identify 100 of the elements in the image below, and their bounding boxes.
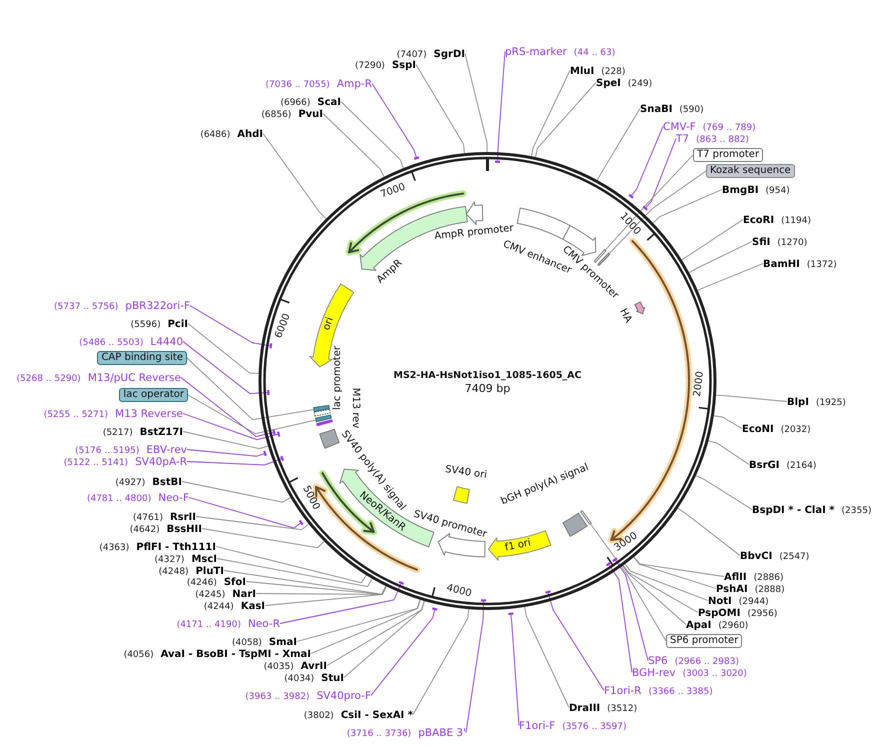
- enzyme-name: PvuI: [298, 109, 323, 120]
- primer-name: pRS-marker: [505, 46, 567, 58]
- site-position: (4248): [158, 567, 189, 577]
- leader-line: [186, 458, 282, 466]
- leader-line: [344, 600, 425, 678]
- site-position: (4056): [124, 650, 154, 660]
- leader-line: [688, 241, 752, 273]
- primer-range: (5268 .. 5290): [16, 374, 81, 384]
- leader-line: [631, 126, 664, 196]
- enzyme-name: RsrII: [170, 512, 196, 523]
- leader-line: [188, 497, 301, 528]
- primer-name: M13 Reverse: [115, 408, 183, 420]
- primer-name: F1ori-F: [519, 720, 556, 732]
- enzyme-name: AhdI: [237, 129, 263, 140]
- primer-range: (44 .. 63): [574, 48, 616, 58]
- enzyme-name: AvrII: [300, 661, 327, 672]
- primer-mark: [494, 160, 500, 163]
- primer-name: pBR322ori-F: [125, 300, 190, 312]
- leader-line: [646, 138, 676, 208]
- leader-line: [497, 51, 506, 162]
- leader-line: [697, 263, 764, 291]
- primer-range: (5255 .. 5271): [44, 410, 108, 420]
- site-position: (4363): [99, 543, 130, 553]
- feature-label: f1 ori: [504, 537, 532, 555]
- enzyme-name: PspOMI: [698, 608, 740, 619]
- site-position: (2547): [779, 552, 810, 562]
- leader-line: [634, 556, 724, 577]
- leader-line: [608, 564, 632, 673]
- primer-mark: [414, 156, 420, 160]
- enzyme-name: PciI: [168, 319, 188, 330]
- site-position: (590): [679, 105, 704, 115]
- leader-line: [182, 481, 291, 503]
- primer-mark: [480, 599, 486, 602]
- primer-mark: [298, 520, 304, 526]
- enzyme-name: PluTI: [196, 566, 224, 577]
- leader-line: [310, 599, 421, 654]
- enzyme-name: EcoRI: [743, 215, 774, 226]
- leader-line: [224, 570, 386, 595]
- feature-tag: lac operator: [119, 388, 188, 402]
- site-position: (4034): [284, 674, 314, 684]
- site-position: (3512): [607, 704, 638, 714]
- primer-range: (5737 .. 5756): [54, 302, 118, 312]
- feature-label: SV40 ori: [444, 464, 488, 482]
- primer-mark: [612, 557, 618, 562]
- enzyme-name: SmaI: [268, 637, 297, 648]
- site-position: (3802): [304, 711, 334, 721]
- site-position: (2956): [747, 609, 778, 619]
- primer-mark: [508, 612, 514, 616]
- primer-name: EBV-rev: [146, 444, 187, 456]
- enzyme-name: EcoNI: [742, 424, 774, 435]
- primer-name: Amp-R: [336, 78, 372, 90]
- feature-tag: CAP binding site: [97, 351, 187, 365]
- enzyme-name: ScaI: [317, 97, 341, 108]
- enzyme-name: BspDI * - ClaI *: [752, 505, 835, 516]
- enzyme-name: BlpI: [787, 397, 809, 408]
- primer-mark: [642, 206, 648, 211]
- site-position: (2960): [718, 621, 748, 631]
- primer-name: BGH-rev: [632, 667, 676, 679]
- site-position: (2886): [754, 573, 784, 583]
- feature-label: HA: [616, 306, 634, 326]
- leader-line: [633, 556, 716, 589]
- enzyme-name: CsiI - SexAI *: [340, 710, 413, 721]
- primer-mark: [263, 450, 267, 456]
- primer-name: T7: [676, 133, 690, 145]
- site-position: (6856): [261, 110, 292, 120]
- primer-range: (4171 .. 4190): [176, 620, 241, 630]
- site-position: (4327): [154, 555, 184, 565]
- leader-line: [182, 413, 278, 440]
- primer-name: pBABE 3': [418, 727, 466, 739]
- primer-range: (769 .. 789): [702, 123, 756, 133]
- leader-line: [202, 528, 324, 548]
- leader-line: [186, 358, 314, 420]
- scale-label: 7000: [380, 182, 408, 201]
- site-position: (4244): [204, 602, 234, 612]
- leader-line: [622, 565, 686, 625]
- enzyme-name: KasI: [240, 601, 265, 612]
- leader-line: [370, 610, 435, 696]
- primer-name: Neo-R: [248, 618, 280, 630]
- primer-range: (7036 .. 7055): [266, 80, 330, 90]
- primer-mark: [398, 580, 404, 585]
- enzyme-name: ApaI: [686, 620, 712, 631]
- leader-line: [190, 305, 270, 346]
- leader-line: [246, 581, 386, 595]
- leader-line: [609, 170, 706, 254]
- leader-line: [622, 564, 698, 613]
- scale-label: 4000: [444, 582, 472, 600]
- leader-line: [466, 601, 484, 733]
- leader-line: [716, 394, 788, 402]
- site-position: (7290): [355, 61, 385, 71]
- site-position: (5217): [102, 428, 133, 438]
- enzyme-name: SnaBI: [640, 104, 672, 115]
- enzyme-name: PflFI - Tth111I: [136, 542, 216, 553]
- leader-line: [713, 415, 742, 429]
- primer-range: (3003 .. 3020): [682, 669, 747, 679]
- site-position: (1194): [781, 216, 811, 226]
- enzyme-name: NarI: [232, 589, 256, 600]
- primer-name: CMV-F: [663, 121, 696, 133]
- feature-label: M13 rev: [348, 388, 361, 428]
- primer-range: (2966 .. 2983): [674, 657, 739, 667]
- leader-line: [340, 101, 404, 168]
